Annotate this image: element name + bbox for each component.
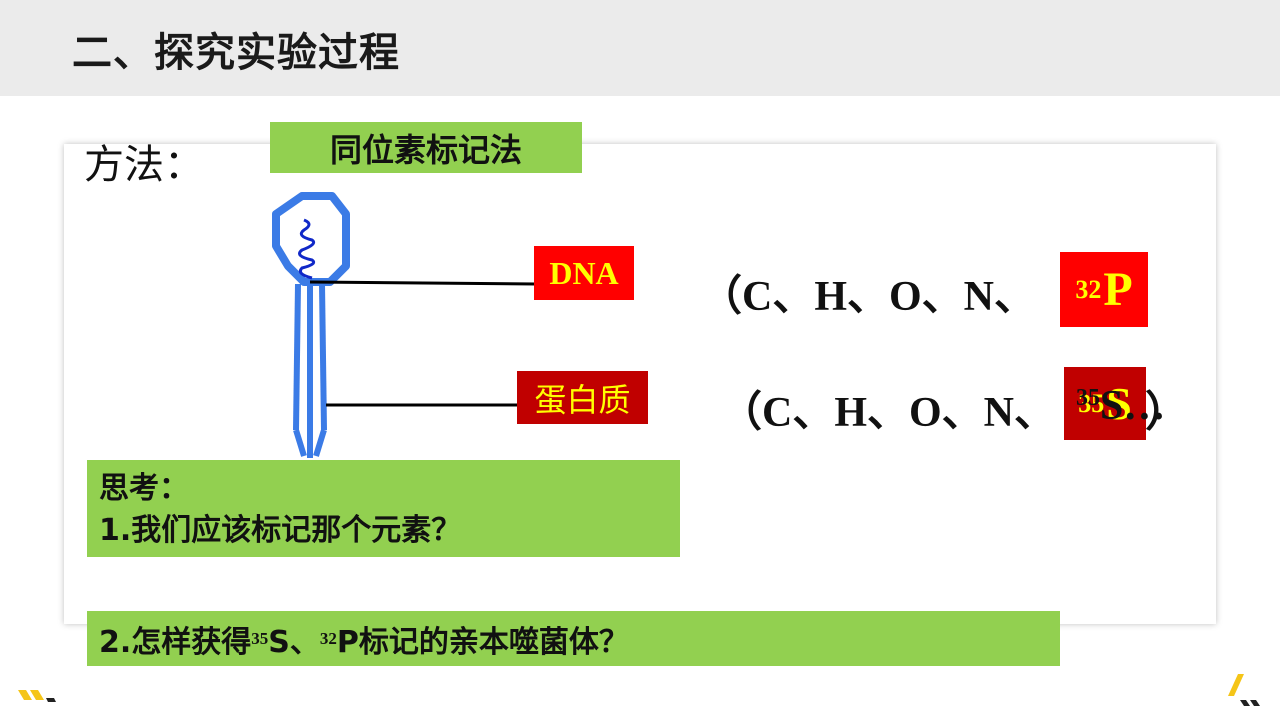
q2-prefix: 2.怎样获得 [99,624,252,660]
phage-tail-end [293,429,327,458]
s35-symbol: S [1106,378,1132,429]
s35-overlap-mass: 35 [1076,385,1100,411]
p32-mass-number: 32 [1075,274,1102,304]
question-1: 1.我们应该标记那个元素？ [99,513,462,548]
p32-symbol: P [1103,263,1133,316]
method-value-box: 同位素标记法 [270,122,582,173]
phage-tail-fiber [293,283,301,431]
page-title: 二、探究实验过程 [72,30,400,76]
dna-pointer-line [309,280,537,286]
q2-p-mass: 32 [319,628,337,648]
think-title: 思考： [99,471,189,506]
dna-element-formula: （C、H、O、N、 [700,274,1037,320]
s35-mass-number: 35 [1078,388,1105,418]
quote-mark-right-icon [1228,674,1260,706]
s35-overlap-text: 35S… [1076,382,1165,430]
dna-label-box: DNA [534,246,634,300]
protein-formula-close: ） [1145,390,1188,436]
q2-s-text: S、 [268,624,320,660]
q2-s-mass: 35 [251,628,269,648]
s35-overlap-symbol: S… [1100,383,1166,429]
think-box: 思考： 1.我们应该标记那个元素？ [87,460,680,557]
method-label: 方法： [84,142,204,188]
protein-label-box: 蛋白质 [517,371,648,424]
quote-mark-left-icon [18,690,56,702]
dna-coil-icon [298,218,316,280]
q2-p-text: P标记的亲本噬菌体？ [336,624,629,660]
phage-tail-fiber [319,283,327,431]
header-bar: 二、探究实验过程 [0,0,1280,96]
protein-element-formula: （C、H、O、N、 [720,390,1057,436]
